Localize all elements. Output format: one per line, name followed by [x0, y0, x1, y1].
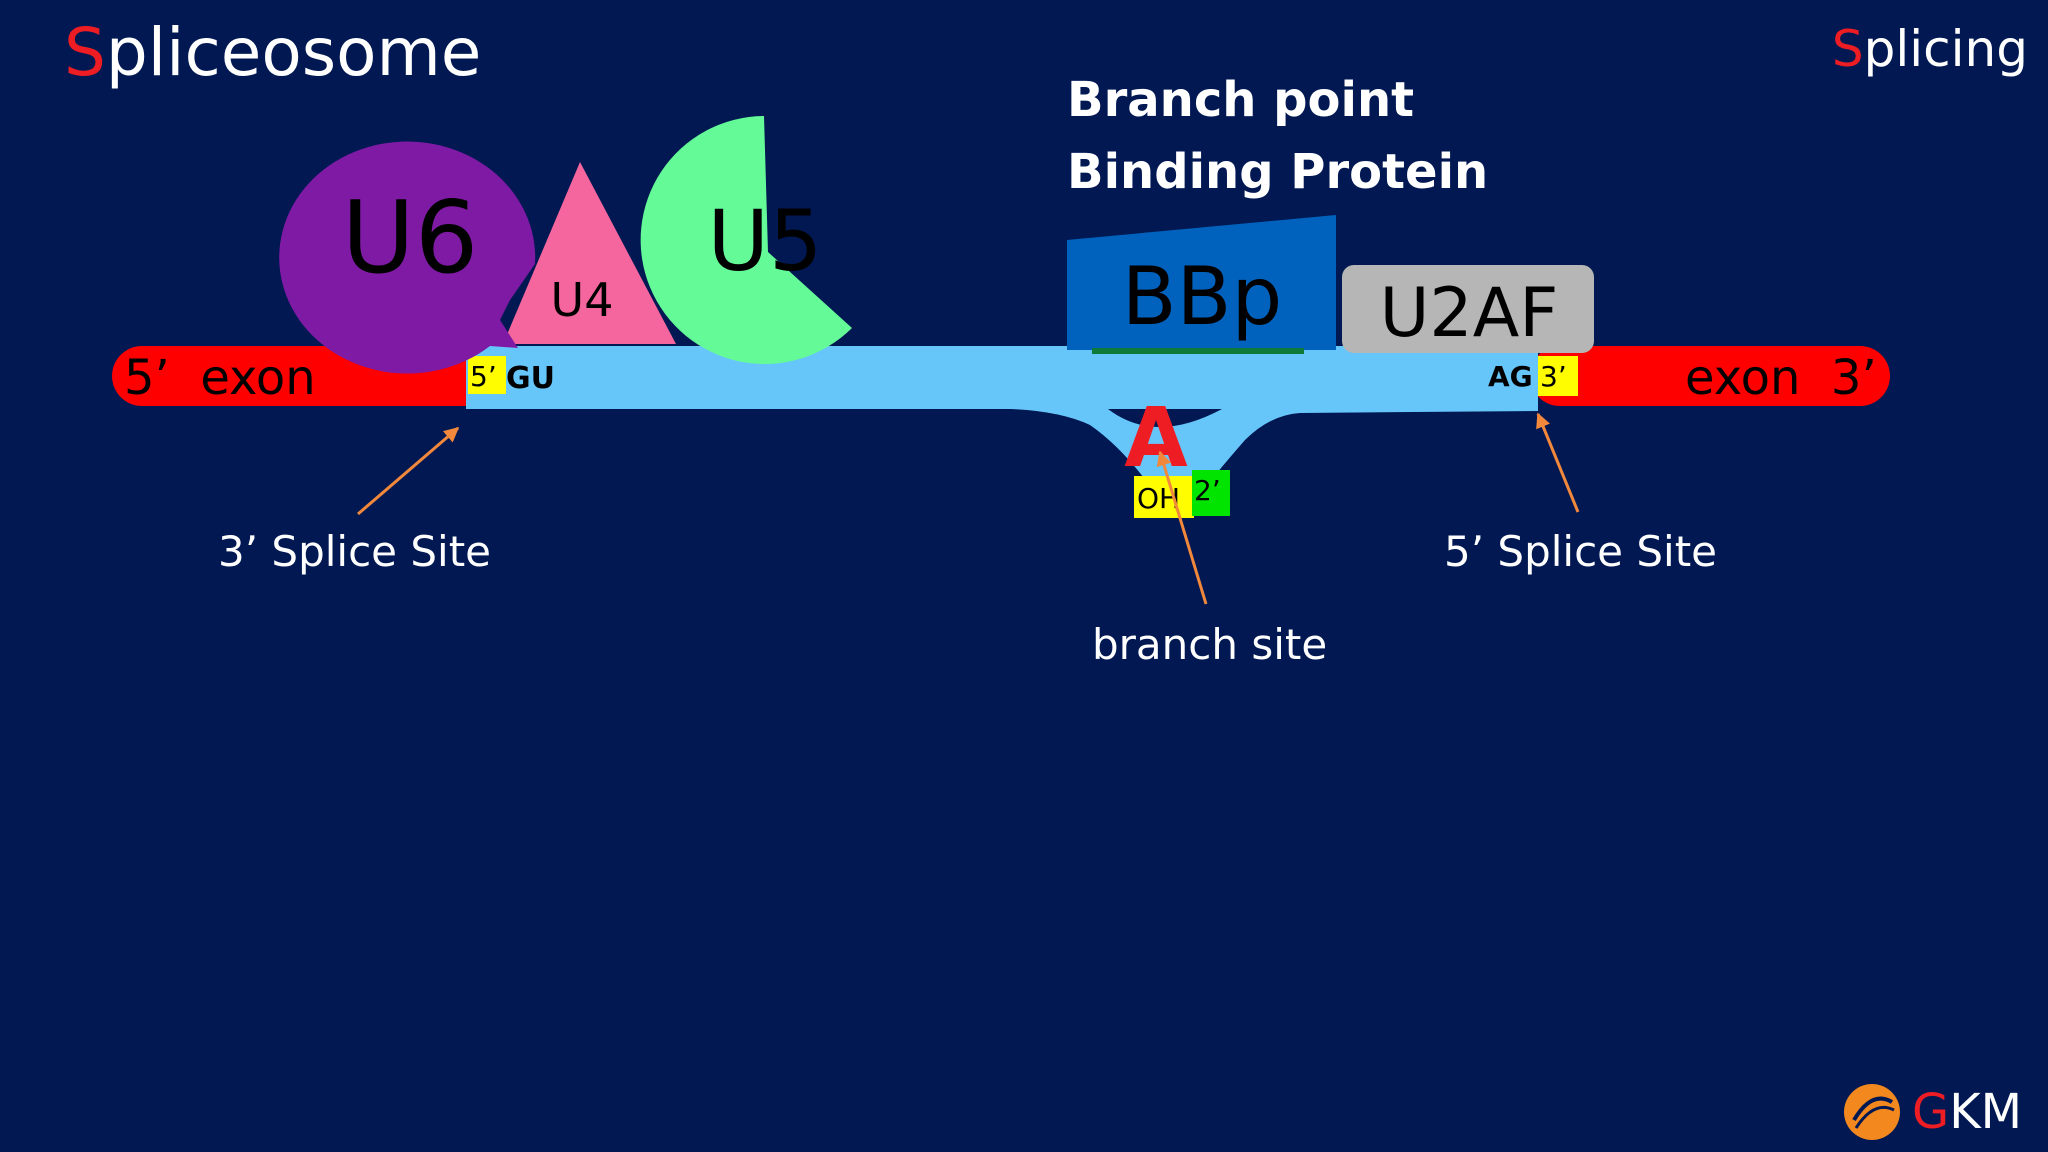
intron-strand [466, 346, 1538, 500]
bbp-title-line-1: Branch point [1067, 72, 1415, 128]
bbp-green-edge [1092, 348, 1304, 354]
right-splice-site-label: 5’ Splice Site [1444, 527, 1717, 576]
gkm-logo-initial: G [1912, 1084, 1950, 1140]
bbp-protein [1067, 215, 1336, 350]
oh-highlight [1134, 476, 1194, 518]
section-title: Splicing [1832, 20, 2028, 78]
right-exon-bar [1530, 346, 1890, 406]
two-prime-label: 2’ [1194, 474, 1221, 507]
left-exon-label: 5’ exon [124, 350, 316, 406]
u2af-label: U2AF [1380, 274, 1559, 353]
left-splice-site-label: 3’ Splice Site [218, 527, 491, 576]
bbp-title-line-2: Binding Protein [1067, 144, 1489, 200]
slide-title-initial: S [64, 14, 106, 91]
branch-nucleotide: A [1124, 391, 1188, 486]
u2af-protein [1342, 265, 1594, 353]
left-dinucleotide-label: GU [506, 361, 555, 396]
left-site-arrow [357, 426, 460, 516]
branch-site-arrow [1156, 450, 1208, 605]
bbp-label: BBp [1122, 250, 1283, 343]
right-dinucleotide-label: AG [1488, 360, 1533, 393]
u6-protein [279, 141, 536, 374]
section-title-rest: plicing [1863, 20, 2028, 78]
left-end-highlight [468, 356, 506, 394]
slide-title-rest: pliceosome [105, 14, 482, 91]
u4-protein [503, 162, 676, 344]
branch-loop-notch [1108, 409, 1222, 427]
right-site-arrow [1536, 412, 1580, 513]
gkm-logo-text: GKM [1912, 1084, 2022, 1140]
gkm-logo-rest: KM [1949, 1084, 2023, 1140]
branch-site-label: branch site [1092, 620, 1328, 669]
two-prime-highlight [1192, 470, 1230, 516]
u4-label: U4 [551, 273, 614, 327]
gkm-logo-icon [1844, 1084, 1900, 1140]
u5-label: U5 [708, 192, 823, 290]
right-end-highlight [1538, 356, 1578, 396]
gkm-logo: GKM [1840, 1080, 2022, 1144]
right-end-label: 3’ [1540, 360, 1567, 393]
u6-label: U6 [342, 179, 479, 296]
section-title-initial: S [1831, 20, 1864, 78]
u5-protein [640, 116, 852, 364]
right-exon-label: exon 3’ [1685, 350, 1877, 406]
left-end-label: 5’ [470, 360, 497, 393]
slide-title: Spliceosome [64, 14, 481, 91]
